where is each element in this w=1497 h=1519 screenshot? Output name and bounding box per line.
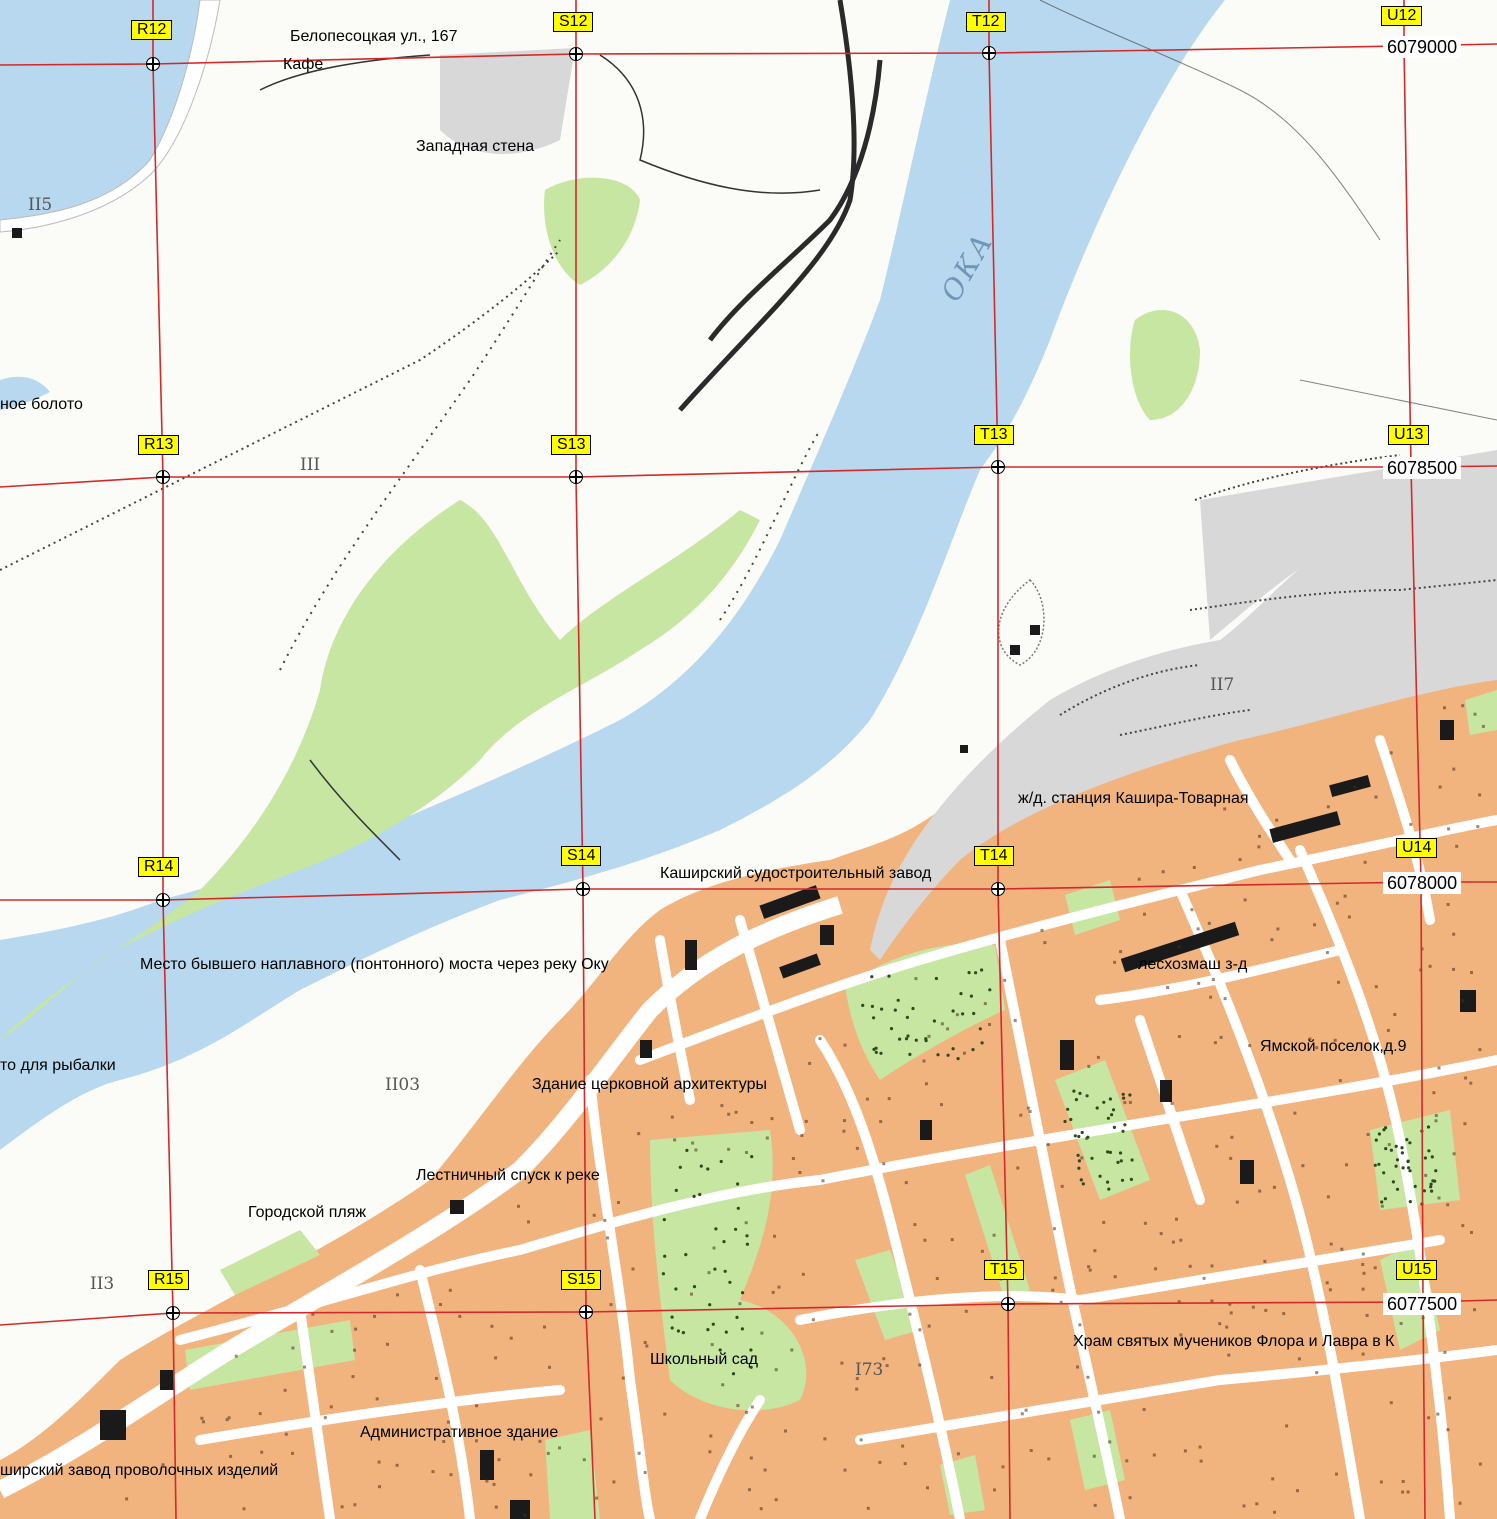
grid-tag-u14[interactable]: U14	[1396, 838, 1438, 858]
grid-crosshair-icon	[156, 893, 170, 907]
grid-crosshair-icon	[569, 470, 583, 484]
sheet-number: I73	[855, 1360, 884, 1380]
embankment-road	[0, 896, 843, 1499]
sheet-number: II5	[28, 195, 53, 215]
grid-tag-r13[interactable]: R13	[138, 435, 180, 455]
poi-label[interactable]: Кафе	[283, 56, 324, 73]
grid-tag-t13[interactable]: T13	[974, 425, 1014, 445]
grid-tag-u15[interactable]: U15	[1396, 1260, 1438, 1280]
poi-label[interactable]: Школьный сад	[650, 1351, 759, 1368]
poi-label[interactable]: Каширский судостроительный завод	[660, 865, 932, 882]
poi-label[interactable]: Административное здание	[360, 1424, 559, 1441]
grid-crosshair-icon	[146, 57, 160, 71]
railway-lines	[678, 0, 883, 412]
grid-tag-u12[interactable]: U12	[1381, 6, 1423, 26]
station-area	[870, 495, 1497, 960]
grid-tag-t12[interactable]: T12	[966, 12, 1006, 32]
grid-crosshair-icon	[991, 882, 1005, 896]
grid-tag-r12[interactable]: R12	[131, 20, 173, 40]
urban-area	[0, 680, 1497, 1519]
poi-label[interactable]: Лестничный спуск к реке	[416, 1167, 600, 1184]
grid-crosshair-icon	[156, 470, 170, 484]
poi-label[interactable]: Здание церковной архитектуры	[532, 1076, 767, 1093]
grid-tag-t14[interactable]: T14	[974, 846, 1014, 866]
grid-crosshair-icon	[579, 1305, 593, 1319]
northing-label: 6078000	[1383, 872, 1462, 894]
sheet-number: II3	[90, 1274, 115, 1294]
grid-crosshair-icon	[166, 1306, 180, 1320]
tree-dots	[661, 968, 1438, 1376]
sheet-number: II03	[385, 1075, 421, 1095]
grid-tag-s13[interactable]: S13	[551, 435, 592, 455]
grid-tag-r15[interactable]: R15	[148, 1270, 190, 1290]
urban-dots	[125, 704, 1485, 1517]
poi-label[interactable]: Белопесоцкая ул., 167	[290, 28, 458, 45]
sheet-number: II7	[1210, 675, 1235, 695]
poi-label[interactable]: ширский завод проволочных изделий	[0, 1462, 279, 1479]
grid-crosshair-icon	[982, 46, 996, 60]
poi-label[interactable]: Городской пляж	[248, 1204, 367, 1221]
sheet-number: III	[300, 455, 321, 475]
building-footprints	[12, 228, 1476, 1519]
poi-label[interactable]: то для рыбалки	[0, 1057, 116, 1074]
grid-tag-u13[interactable]: U13	[1388, 425, 1430, 445]
northing-label: 6078500	[1383, 457, 1462, 479]
grid-tag-s12[interactable]: S12	[553, 12, 594, 32]
poi-label[interactable]: Место бывшего наплавного (понтонного) мо…	[140, 956, 609, 973]
poi-label[interactable]: Ямской поселок,д.9	[1260, 1038, 1407, 1055]
street-network	[175, 735, 1497, 1519]
northing-label: 6077500	[1383, 1293, 1462, 1315]
left-bank-meadow	[0, 500, 760, 1040]
grid-tag-s14[interactable]: S14	[561, 846, 602, 866]
grid-crosshair-icon	[576, 882, 590, 896]
poi-label[interactable]: ное болото	[0, 396, 83, 413]
grid-tag-s15[interactable]: S15	[561, 1270, 602, 1290]
poi-label[interactable]: ж/д. станция Кашира-Товарная	[1018, 790, 1249, 807]
grid-tag-t15[interactable]: T15	[984, 1260, 1024, 1280]
grid-tag-r14[interactable]: R14	[138, 857, 180, 877]
grid-crosshair-icon	[569, 47, 583, 61]
grid-crosshair-icon	[991, 460, 1005, 474]
poi-label[interactable]: Храм святых мучеников Флора и Лавра в К	[1073, 1333, 1395, 1350]
northing-label: 6079000	[1383, 36, 1462, 58]
upper-left-lake	[0, 0, 200, 220]
poi-label[interactable]: лесхозмаш з-д	[1138, 956, 1248, 973]
grid-crosshair-icon	[1001, 1297, 1015, 1311]
poi-label[interactable]: Западная стена	[416, 138, 535, 155]
left-water-inlet	[0, 376, 50, 410]
